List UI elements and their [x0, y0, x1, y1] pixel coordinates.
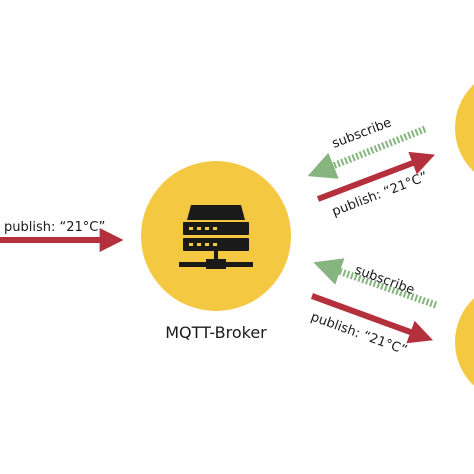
upper-subscribe-arrow: [307, 125, 427, 179]
client-node-top: [455, 84, 474, 172]
broker-node: [141, 161, 291, 311]
lower-publish-arrow: [310, 293, 434, 344]
server-rack-leds: [189, 227, 217, 246]
broker-label: MQTT-Broker: [165, 323, 267, 342]
lower-publish-label: publish: “21°C”: [309, 310, 409, 359]
server-rack-icon: [179, 205, 253, 269]
upper-publish-arrow: [316, 151, 435, 202]
left-publish-label: publish: “21°C”: [4, 220, 105, 235]
client-node-bottom: [455, 298, 474, 386]
